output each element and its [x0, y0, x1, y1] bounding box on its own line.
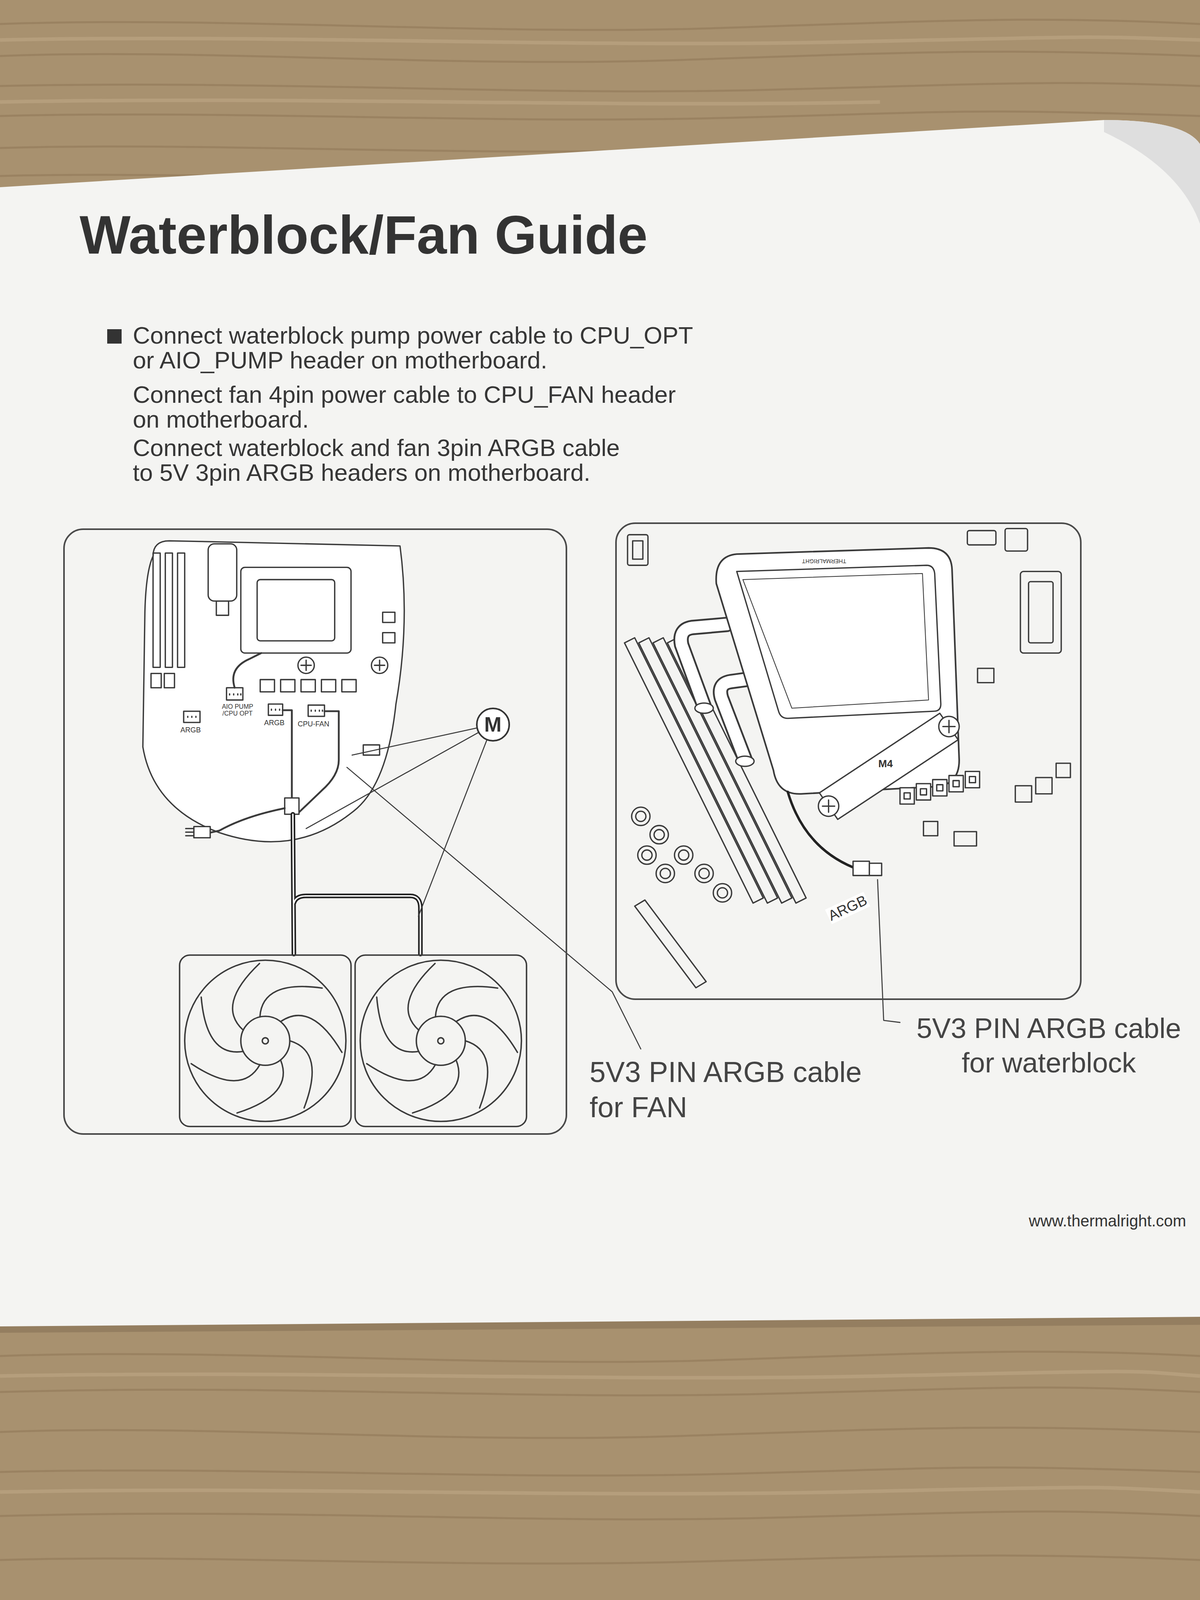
screw-size: M4: [877, 758, 894, 770]
callout-circle: M: [476, 707, 510, 742]
logo-text: THERMALRIGHT: [801, 558, 847, 564]
website-url: www.thermalright.com: [1028, 1211, 1186, 1231]
page-curl: [1104, 120, 1200, 224]
paper-page: [0, 120, 1200, 1327]
header-label: ARGB: [179, 726, 202, 735]
callout-letter: M: [484, 713, 502, 736]
callout-label: 5V3 PIN ARGB cable for waterblock: [904, 1011, 1193, 1080]
instruction-text: Connect fan 4pin power cable to CPU_FAN …: [132, 382, 693, 432]
instruction-text: Connect waterblock and fan 3pin ARGB cab…: [132, 435, 633, 486]
wood-grain: [0, 19, 1200, 1564]
bullet-square: [107, 329, 122, 344]
cpu-cooler-drawing: [624, 528, 1071, 1023]
instruction-text: Connect waterblock pump power cable to C…: [132, 323, 709, 373]
header-label: CPU-FAN: [296, 720, 330, 729]
motherboard-cutaway: [142, 540, 404, 842]
callout-leaders: [306, 724, 641, 1049]
wood-streaks: [0, 37, 1200, 1494]
callout-label: 5V3 PIN ARGB cable for FAN: [589, 1054, 878, 1125]
header-label: AIO PUMP /CPU OPT: [216, 703, 259, 717]
diagram-panel: THERMALRIGHT M4ARGB: [615, 522, 1082, 1000]
pin-headers: [183, 687, 325, 723]
fan-cables: [185, 653, 421, 955]
diagram-panel: ARGB AIO PUMP /CPU OPT ARGB CPU-FAN M: [63, 528, 568, 1135]
fans: [179, 955, 527, 1127]
connector-label: ARGB: [825, 891, 871, 924]
header-label: ARGB: [263, 719, 286, 728]
page-title: Waterblock/Fan Guide: [79, 208, 648, 262]
